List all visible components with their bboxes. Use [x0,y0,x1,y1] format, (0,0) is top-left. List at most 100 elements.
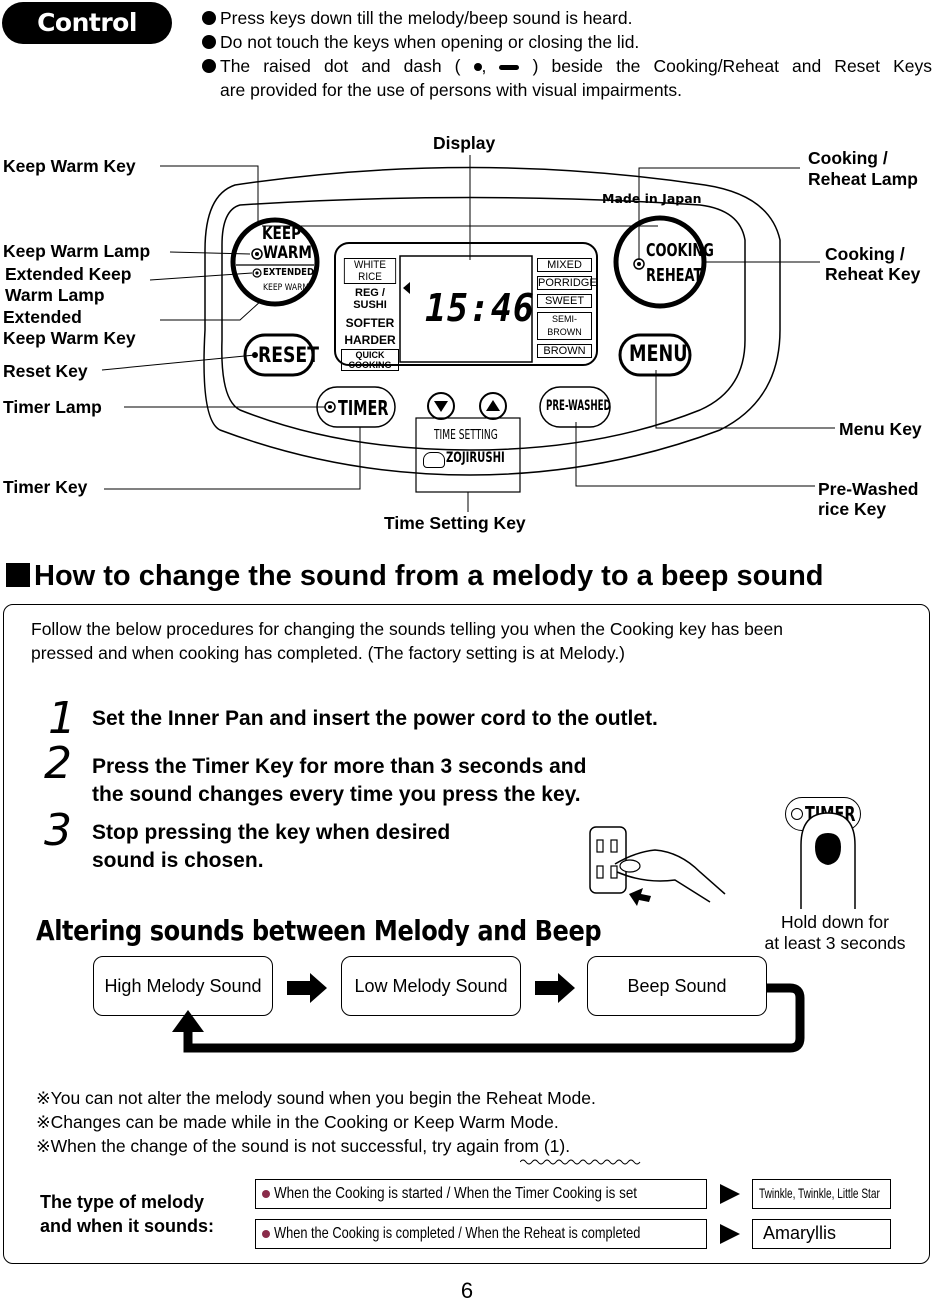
raised-dot-icon [473,63,482,72]
finger-icon [800,812,856,909]
leader-cooking-lamp [638,167,800,260]
menu-porridge: PORRIDGE [537,276,597,290]
label-reset-key: Reset Key [3,361,88,381]
melody-when-1: When the Cooking is started / When the T… [274,1185,638,1202]
step-text-2a: Press the Timer Key for more than 3 seco… [92,755,587,778]
menu-harder: HARDER [344,333,396,347]
melody-label-1: The type of melody [40,1192,205,1212]
note-reheat: ※You can not alter the melody sound when… [36,1088,596,1108]
leader-extended-lamp [149,272,253,281]
altering-sounds-title: Altering sounds between Melody and Beep [36,914,602,947]
note-raised-dot: The raised dot and dash ( , ) beside the… [200,54,932,78]
intro-line-1: Follow the below procedures for changing… [31,619,784,639]
melody-tune-row-2: Amaryllis [752,1219,891,1249]
menu-key [618,333,692,377]
timer-label: TIMER [338,396,389,420]
note-raised-dot-cont: are provided for the use of persons with… [220,80,683,100]
step-number-2: 2 [44,738,72,789]
keep-warm-small-label: KEEP WARM [263,283,310,293]
menu-reg-sushi: REG / SUSHI [353,287,387,311]
step-text-2b: the sound changes every time you press t… [92,783,581,806]
menu-quick: QUICK [355,350,385,360]
control-panel-diagram [101,155,835,512]
menu-brown: BROWN [537,344,592,358]
raised-dash-icon [499,64,520,70]
reset-key [243,333,315,377]
bullet-dot-icon [262,1189,270,1198]
melody-type-label: The type of melody and when it sounds: [40,1190,214,1238]
menu-mixed: MIXED [537,258,592,272]
menu-semi-brown: SEMI-BROWN [537,312,592,340]
step-text-1: Set the Inner Pan and insert the power c… [92,707,658,730]
section-box [3,604,930,1264]
menu-softer: SOFTER [345,316,395,330]
label-timer-lamp: Timer Lamp [3,397,102,417]
display-window [399,255,533,363]
menu-cooking: COOKING [348,360,392,370]
section-title: How to change the sound from a melody to… [6,560,824,593]
hold-down-caption: Hold down for at least 3 seconds [745,912,925,954]
menu-selector-arrow-icon [403,282,410,294]
display-menu-right: MIXED PORRIDGE SWEET SEMI-BROWN BROWN [537,258,597,358]
label-prewashed-1: Pre-Washed [818,479,919,499]
prewashed-label: PRE-WASHED [546,398,611,414]
arrow-right-icon [287,973,327,1003]
melody-tune-row-1: Twinkle, Twinkle, Little Star [752,1179,891,1209]
panel-outline [203,166,781,476]
hold-line-2: at least 3 seconds [764,933,906,953]
plug-outlet-illustration [589,826,726,906]
label-extended-lamp-1: Extended Keep [5,264,132,284]
melody-label-2: and when it sounds: [40,1216,214,1236]
display-menu-left: WHITE RICE REG / SUSHI SOFTER HARDER QUI… [341,258,399,371]
keep-warm-key [230,217,320,307]
label-timer-key: Timer Key [3,477,88,497]
cooking-label: COOKING [646,240,714,261]
label-keep-warm-key: Keep Warm Key [3,156,136,176]
control-panel-title: Control Panel [2,2,172,79]
menu-sweet: SWEET [537,294,592,308]
menu-label: MENU [629,342,688,367]
step-text-3b: sound is chosen. [92,849,264,872]
reset-label: RESET [258,343,319,367]
extended-keep-warm-lamp [252,268,262,278]
timer-lamp-icon [791,808,803,820]
flow-arrows [172,973,805,1053]
label-extended-key-2: Keep Warm Key [3,328,136,348]
intro-line-2: pressed and when cooking has completed. … [31,643,626,663]
label-cooking-lamp-1: Cooking / [808,148,888,168]
brand-logo-icon [423,452,445,468]
label-cooking-lamp-2: Reheat Lamp [808,169,918,189]
leader-timer-key [104,427,361,490]
warm-label: WARM [263,243,312,263]
menu-quick-cooking: QUICK COOKING [341,349,399,371]
flow-low-melody: Low Melody Sound [341,956,521,1016]
label-menu-key: Menu Key [839,419,922,439]
section-title-text: How to change the sound from a melody to… [34,560,824,592]
up-arrow-icon [486,400,500,411]
note-comma: , [481,56,487,76]
bullet-dot-icon-2 [262,1229,270,1238]
return-arrow [183,983,805,1053]
arrow-up-icon [172,1010,204,1032]
step-text-3a: Stop pressing the key when desired [92,821,451,844]
keep-warm-lamp [251,248,263,260]
reheat-label: REHEAT [646,265,703,286]
section-intro: Follow the below procedures for changing… [31,617,911,665]
extended-label: EXTENDED [263,267,314,278]
display-clock: 15:46 [425,286,535,330]
keep-label: KEEP [262,224,302,244]
step-number-1: 1 [48,693,76,744]
cooking-reheat-key [613,215,707,309]
label-extended-key-1: Extended [3,307,82,327]
arrow-right-icon-4 [720,1224,740,1244]
leader-reset [101,354,256,371]
time-setting-label: TIME SETTING [434,428,498,443]
note-lid: Do not touch the keys when opening or cl… [200,30,932,54]
leader-keep-warm-key [160,165,259,226]
flow-beep: Beep Sound [587,956,767,1016]
wavy-underline [520,1159,641,1165]
melody-when-2: When the Cooking is completed / When the… [274,1225,641,1242]
label-cooking-key-2: Reheat Key [825,264,921,284]
leader-keep-warm-lamp [169,251,251,255]
label-cooking-key-1: Cooking / [825,244,905,264]
